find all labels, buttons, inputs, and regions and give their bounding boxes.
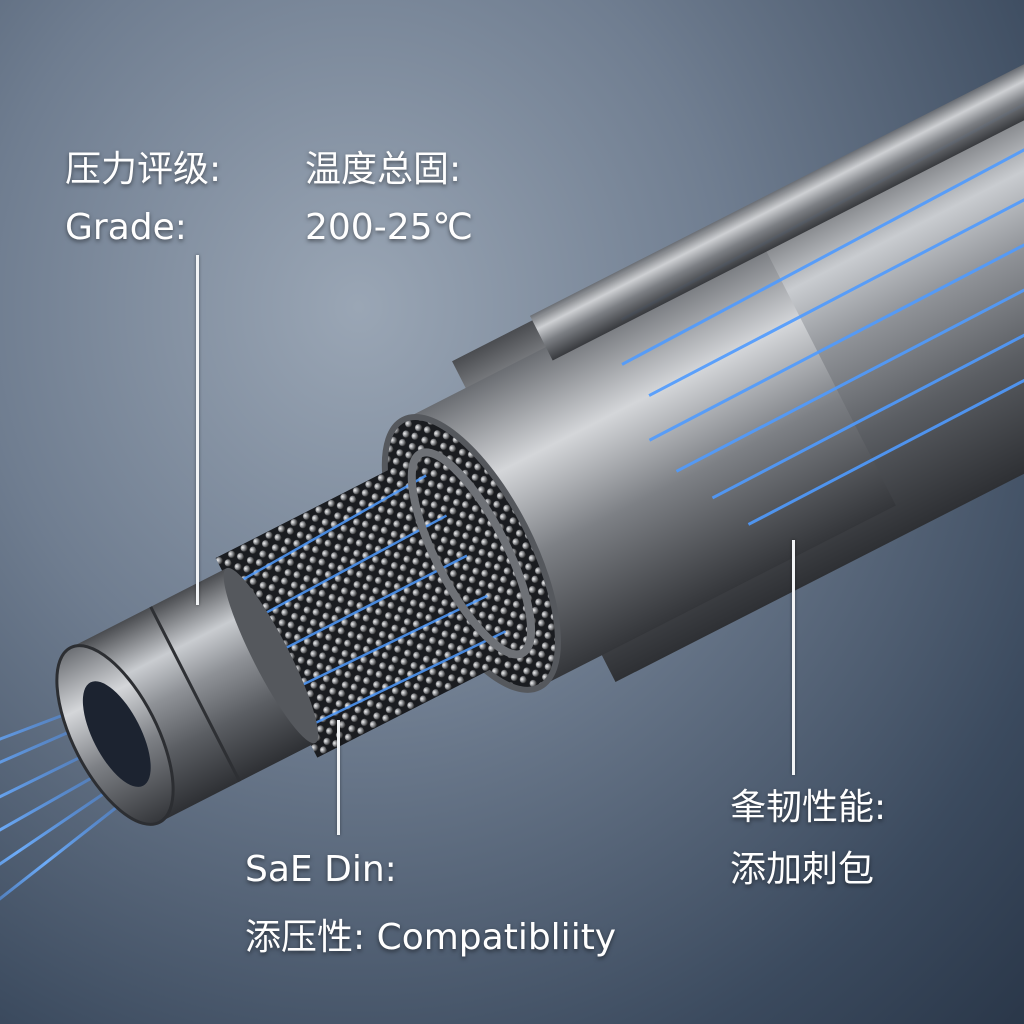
compatibility-label: 添压性: Compatibliity [245,917,617,958]
fitting-bore [82,681,151,787]
toughness-title: 夆韧性能: [730,787,887,828]
temperature-value: 200-25℃ [305,207,473,248]
leader-line-toughness [792,540,795,775]
additive-value: 添加刺包 [730,849,875,890]
pressure-rating-title: 压力评级: [65,149,222,190]
standard-title: SaE Din: [245,849,397,890]
leader-line-standard [337,720,340,835]
temperature-title: 温度总固: [305,149,462,190]
pressure-rating-value: Grade: [65,207,187,248]
hose-assembly [0,34,1024,953]
leader-line-grade [196,255,199,605]
